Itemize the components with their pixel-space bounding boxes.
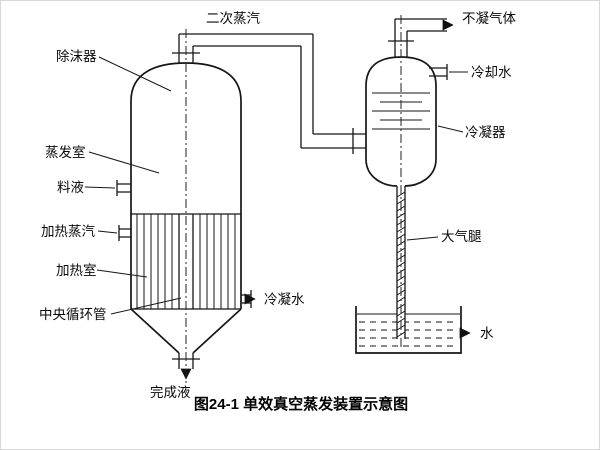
feed-nozzle	[116, 180, 131, 196]
outlet-pipe	[178, 353, 194, 369]
label-finished-liquid: 完成液	[150, 385, 191, 400]
heating-steam-nozzle	[118, 225, 131, 241]
heating-tube-bundle	[136, 214, 236, 309]
pipe-horizontal	[179, 33, 313, 47]
leader-evaporation-chamber	[88, 151, 160, 174]
water-tank	[355, 306, 471, 354]
condenser-vessel	[365, 56, 437, 187]
central-circulation-tube	[178, 214, 194, 309]
label-water: 水	[480, 326, 494, 341]
leader-heating-chamber	[96, 269, 148, 278]
evaporator-top-nozzle	[178, 34, 194, 64]
noncondensable-horizontal	[395, 18, 447, 32]
leader-lines	[84, 56, 468, 315]
label-feed-liquid: 料液	[57, 180, 84, 195]
label-condensate-water: 冷凝水	[264, 292, 305, 307]
label-cooling-water: 冷却水	[471, 65, 512, 80]
tubes-right	[199, 214, 236, 309]
secondary-vapor-pipe	[172, 33, 366, 154]
label-heating-chamber: 加热室	[56, 262, 97, 278]
tubes-left	[136, 214, 173, 309]
noncondensable-pipe	[388, 18, 454, 57]
label-central-circulation-tube: 中央循环管	[39, 307, 107, 322]
condenser-walls	[365, 86, 437, 159]
leg-mask	[397, 186, 405, 339]
label-condenser: 冷凝器	[465, 125, 506, 140]
cooling-nozzle-lines	[429, 64, 448, 80]
label-noncondensable-gas: 不凝气体	[462, 11, 516, 26]
pipe-into-condenser	[301, 133, 366, 149]
label-demister: 除沫器	[56, 49, 97, 64]
label-heating-steam: 加热蒸汽	[41, 224, 95, 239]
steam-nozzle-lines	[118, 225, 131, 241]
leader-condenser	[437, 125, 464, 133]
condensate-nozzle-lines	[241, 290, 252, 308]
evaporator-cone	[130, 308, 242, 354]
leader-demister	[98, 56, 172, 92]
label-secondary-vapor: 二次蒸汽	[206, 11, 260, 26]
label-barometric-leg: 大气腿	[441, 229, 482, 244]
leader-central-tube	[110, 297, 182, 315]
leader-barometric-leg	[406, 236, 439, 241]
condenser-dome-bottom	[365, 158, 437, 187]
water-hatch	[359, 321, 458, 347]
pipe-vertical	[300, 34, 314, 148]
leader-feed-liquid	[84, 186, 116, 189]
feed-nozzle-lines	[116, 180, 131, 196]
condensate-nozzle	[241, 290, 256, 308]
condenser-top-nozzle	[394, 19, 408, 57]
leader-heating-steam	[97, 230, 118, 234]
label-evaporation-chamber: 蒸发室	[45, 144, 86, 160]
diagram-caption: 图24-1 单效真空蒸发装置示意图	[194, 395, 408, 413]
cooling-water-nozzle	[429, 64, 448, 80]
